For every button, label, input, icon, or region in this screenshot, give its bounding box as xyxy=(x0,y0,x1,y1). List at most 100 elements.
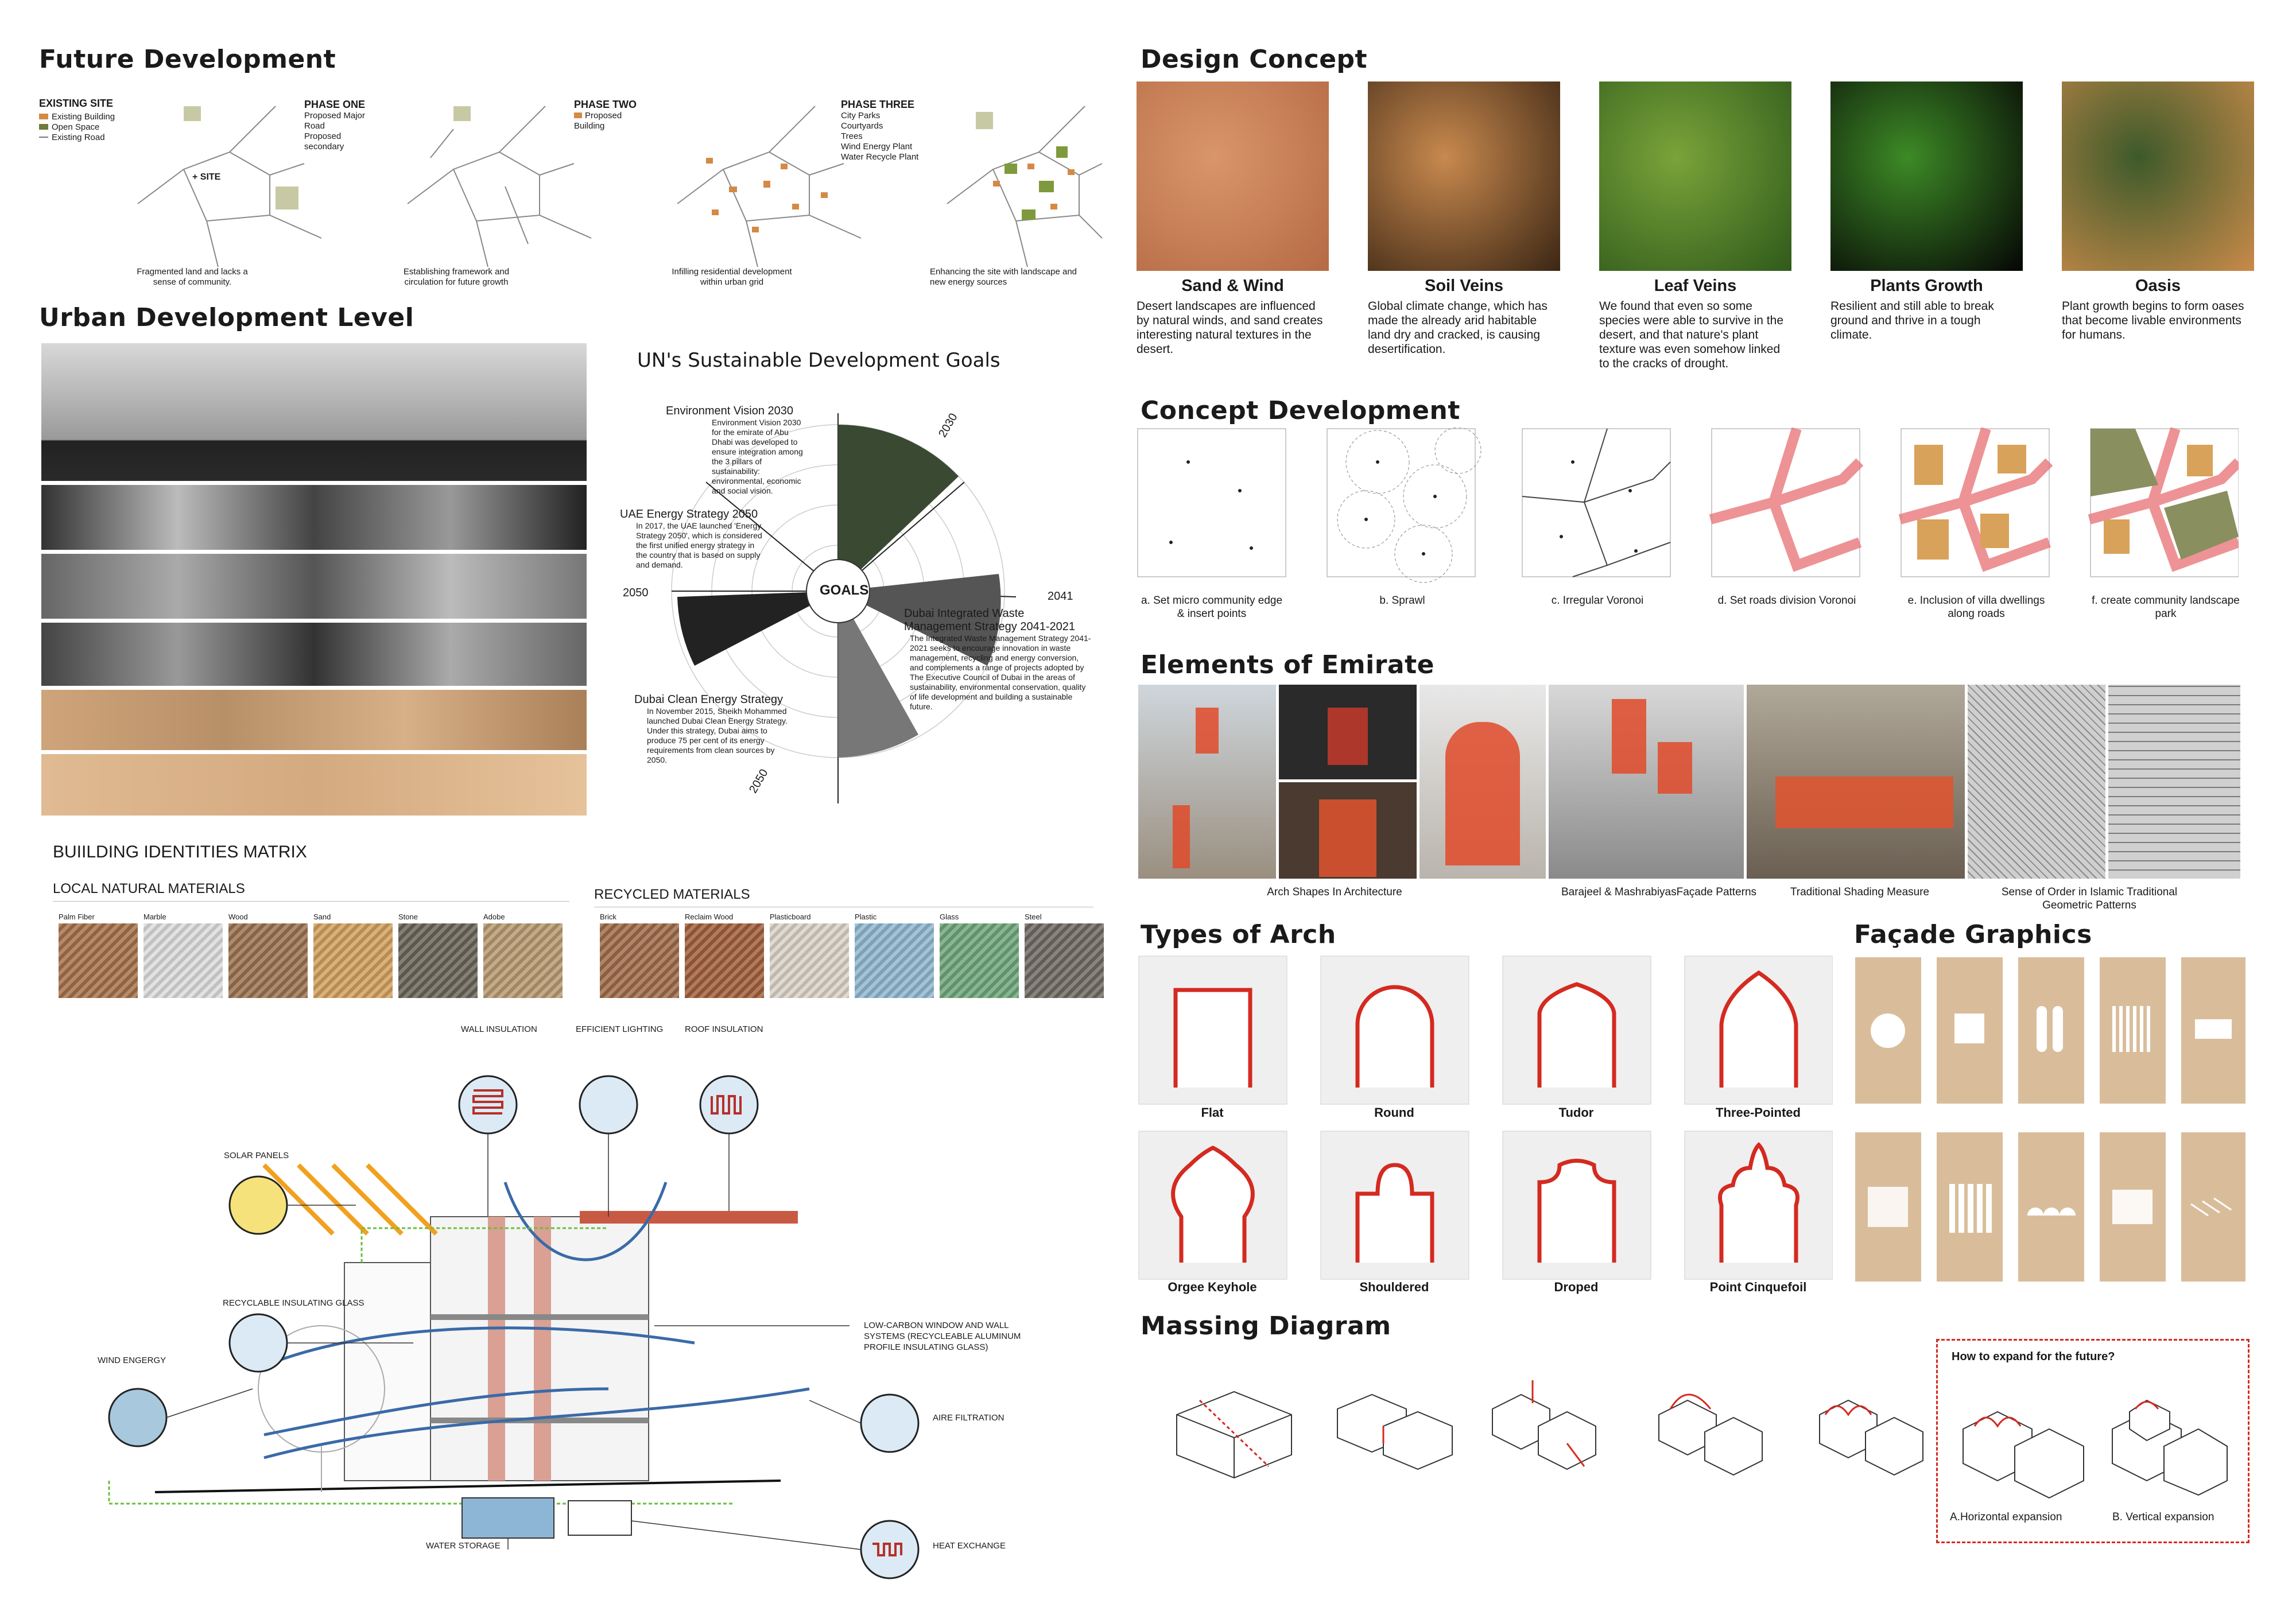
facade-graphics-title: Façade Graphics xyxy=(1854,920,2092,949)
arch-shape xyxy=(1719,970,1798,1088)
elements-caption-4: Sense of Order in Islamic Traditional Ge… xyxy=(2001,886,2178,911)
elements-of-emirate-title: Elements of Emirate xyxy=(1141,650,1434,680)
recycled-material-label: Steel xyxy=(1025,913,1042,921)
arch-name-point-cinquefoil: Point Cinquefoil xyxy=(1709,1280,1807,1294)
design-concept-title: Design Concept xyxy=(1141,45,1368,74)
design-concept-card-title: Soil Veins xyxy=(1425,277,1503,295)
local-material-label: Stone xyxy=(398,913,418,921)
design-concept-photo xyxy=(1830,81,2023,271)
building-section-diagram xyxy=(108,1075,920,1579)
arch-shape xyxy=(1173,988,1252,1088)
phase-three-legend: PHASE THREE City Parks Courtyards Trees … xyxy=(841,99,919,162)
arch-shape xyxy=(1355,1163,1434,1263)
recycled-material-item: Reclaim Wood xyxy=(685,913,764,998)
aerial-photo-3 xyxy=(41,623,587,686)
local-material-label: Marble xyxy=(144,913,166,921)
recycled-material-swatch xyxy=(1025,923,1104,998)
recycled-material-item: Brick xyxy=(600,913,679,998)
design-concept-photo xyxy=(1137,81,1329,271)
recycled-materials-title: RECYCLED MATERIALS xyxy=(594,887,750,902)
arch-name-orgee-keyhole: Orgee Keyhole xyxy=(1168,1280,1257,1294)
recycled-material-item: Glass xyxy=(940,913,1019,998)
design-concept-card-title: Sand & Wind xyxy=(1181,277,1284,295)
vertical-expansion-label: B. Vertical expansion xyxy=(2112,1511,2214,1523)
recycled-material-item: Plasticboard xyxy=(770,913,849,998)
local-material-item: Marble xyxy=(144,913,223,998)
concept-development-title: Concept Development xyxy=(1141,396,1460,425)
local-material-swatch xyxy=(483,923,563,998)
arch-name-droped: Droped xyxy=(1554,1280,1599,1294)
recycled-material-swatch xyxy=(770,923,849,998)
recycled-material-item: Plastic xyxy=(855,913,934,998)
air-filtration-label: AIRE FILTRATION xyxy=(933,1413,1004,1423)
local-material-swatch xyxy=(59,923,138,998)
design-concept-card-title: Plants Growth xyxy=(1870,277,1983,295)
sdg-wheel xyxy=(671,413,1017,803)
recycled-material-swatch xyxy=(855,923,934,998)
local-material-label: Palm Fiber xyxy=(59,913,95,921)
roof-insulation-label: ROOF INSULATION xyxy=(685,1024,763,1034)
concept-dev-caption-e: e. Inclusion of villa dwellings along ro… xyxy=(1907,595,2045,620)
massing-steps xyxy=(1176,1380,1923,1479)
facade-graphics-grid xyxy=(1855,957,2245,1282)
phase-one-legend: PHASE ONE Proposed Major Road Proposed s… xyxy=(304,99,366,152)
low-carbon-label: LOW-CARBON WINDOW AND WALL SYSTEMS (RECY… xyxy=(864,1321,1021,1352)
sdg-center: GOALS xyxy=(820,583,869,598)
phase-two-legend: PHASE TWO Proposed Building xyxy=(574,99,637,131)
urban-development-title: Urban Development Level xyxy=(39,303,414,332)
solar-panels-label: SOLAR PANELS xyxy=(224,1151,289,1160)
expansion-title: How to expand for the future? xyxy=(1952,1350,2115,1363)
design-concept-card-body: Resilient and still able to break ground… xyxy=(1830,300,1994,341)
concept-dev-caption-f: f. create community landscape park xyxy=(2092,595,2240,620)
arch-name-round: Round xyxy=(1374,1105,1414,1120)
arch-shape xyxy=(1537,982,1616,1088)
efficient-lighting-label: EFFICIENT LIGHTING xyxy=(576,1024,664,1034)
sdg-year-2050-left: 2050 xyxy=(623,587,649,599)
recycled-material-swatch xyxy=(940,923,1019,998)
arch-panel xyxy=(1138,956,1287,1105)
local-material-item: Palm Fiber xyxy=(59,913,138,998)
recycled-material-label: Brick xyxy=(600,913,616,921)
types-of-arch-title: Types of Arch xyxy=(1141,920,1336,949)
arch-panel xyxy=(1684,956,1833,1105)
arch-shape xyxy=(1537,1159,1616,1263)
design-concept-card-body: Global climate change, which has made th… xyxy=(1368,300,1548,356)
massing-diagram-title: Massing Diagram xyxy=(1141,1311,1391,1341)
design-concept-card-title: Oasis xyxy=(2135,277,2181,295)
arch-name-flat: Flat xyxy=(1201,1105,1224,1120)
sdg-waste-block: Dubai Integrated Waste Management Strate… xyxy=(904,607,1091,711)
sdg-year-2041: 2041 xyxy=(1048,590,1073,603)
arch-shape xyxy=(1171,1146,1255,1263)
expansion-diagrams xyxy=(1963,1399,2228,1499)
arch-panel xyxy=(1502,956,1651,1105)
local-material-swatch xyxy=(313,923,393,998)
local-material-swatch xyxy=(144,923,223,998)
aerial-photo-1 xyxy=(41,485,587,550)
matrix-title: BUIILDING IDENTITIES MATRIX xyxy=(53,842,307,861)
concept-dev-caption-b: b. Sprawl xyxy=(1379,595,1425,607)
design-concept-photo xyxy=(1599,81,1791,271)
local-material-item: Wood xyxy=(228,913,308,998)
arch-panel xyxy=(1138,1131,1287,1280)
arch-name-three-pointed: Three-Pointed xyxy=(1716,1105,1801,1120)
existing-site-legend: EXISTING SITE Existing Building Open Spa… xyxy=(39,98,115,142)
water-storage-label: WATER STORAGE xyxy=(426,1541,501,1551)
urban-photo-strip xyxy=(41,343,587,816)
aerial-photo-2 xyxy=(41,554,587,619)
arch-shape xyxy=(1355,985,1434,1088)
elements-caption-2: Barajeel & MashrabiyasFaçade Patterns xyxy=(1561,886,1757,898)
elements-photo-strip xyxy=(1138,685,2240,879)
recycled-material-label: Reclaim Wood xyxy=(685,913,734,921)
local-material-item: Stone xyxy=(398,913,478,998)
phase-caption-1: Fragmented land and lacks a sense of com… xyxy=(137,267,248,287)
concept-development-diagrams xyxy=(1137,428,2239,583)
recycled-material-swatch xyxy=(685,923,764,998)
aerial-photo-5 xyxy=(41,754,587,816)
design-concept-card-body: Plant growth begins to form oases that b… xyxy=(2062,300,2244,341)
arch-grid xyxy=(1138,956,1833,1306)
design-concept-photo xyxy=(2062,81,2254,271)
local-material-swatch xyxy=(398,923,478,998)
